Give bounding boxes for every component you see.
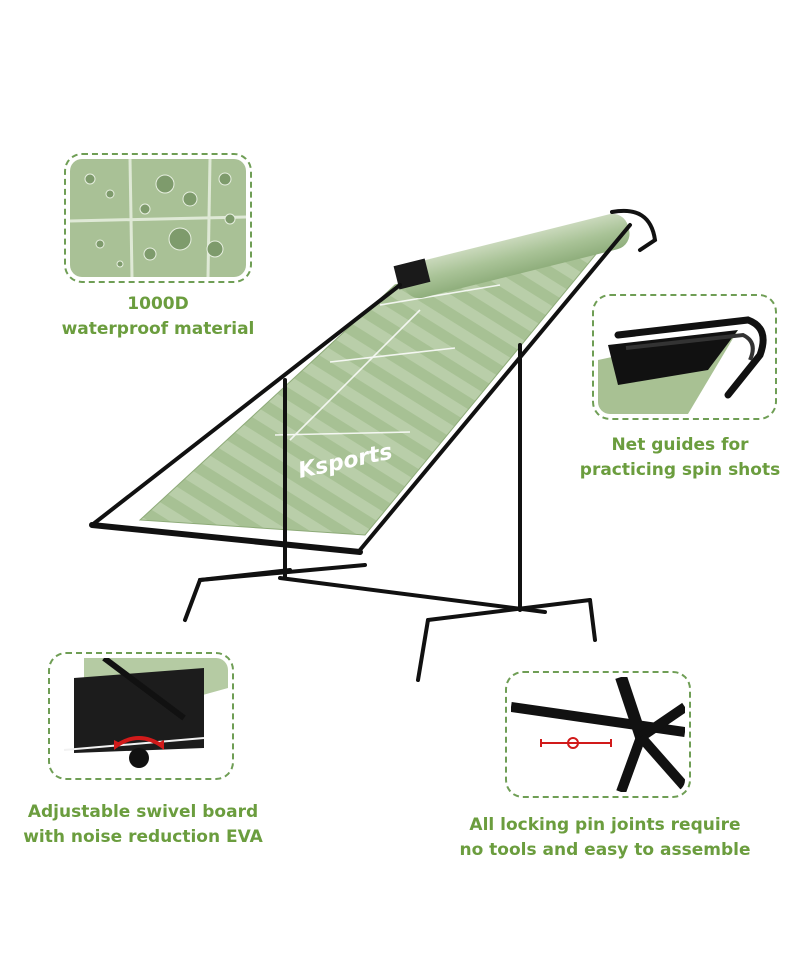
caption-line: 1000D (127, 294, 189, 314)
base-legs (183, 563, 597, 682)
feature-caption-locking-pins: All locking pin joints require no tools … (440, 813, 770, 863)
feature-callout-net-guides (592, 294, 777, 420)
water-droplets-icon (70, 159, 246, 277)
feature-callout-locking-pins (505, 671, 691, 798)
locking-pin-icon (511, 677, 685, 792)
feature-caption-swivel-board: Adjustable swivel board with noise reduc… (10, 800, 276, 850)
caption-line: with noise reduction EVA (23, 827, 263, 847)
caption-line: no tools and easy to assemble (459, 840, 751, 860)
swivel-board-icon (54, 658, 228, 774)
net-guide-icon (598, 300, 771, 414)
frame-bars (89, 208, 658, 612)
caption-line: practicing spin shots (579, 460, 781, 480)
feature-caption-waterproof: 1000D waterproof material (40, 292, 276, 342)
top-roll (402, 213, 630, 299)
caption-line: Net guides for (611, 435, 749, 455)
caption-line: Adjustable swivel board (27, 802, 259, 822)
roll-end-cap (393, 258, 431, 290)
feature-callout-waterproof (64, 153, 252, 283)
caption-line: waterproof material (61, 319, 255, 339)
feature-callout-swivel-board (48, 652, 234, 780)
feature-caption-net-guides: Net guides for practicing spin shots (560, 433, 800, 483)
caption-line: All locking pin joints require (469, 815, 741, 835)
net-field-lines (274, 284, 501, 441)
